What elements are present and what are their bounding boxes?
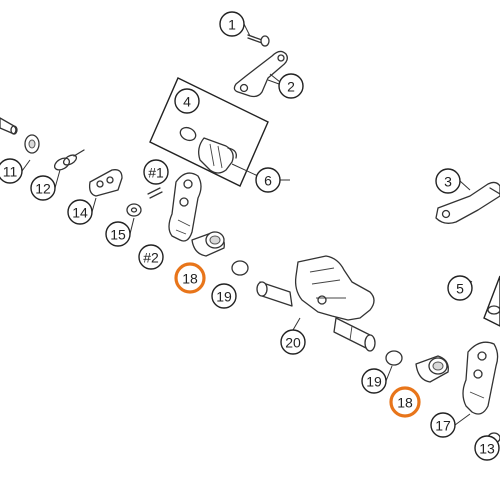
callout-circle [278, 73, 304, 99]
callout-label-6: 6 [264, 173, 272, 189]
callout-label-hash2: #2 [143, 250, 159, 266]
part-bushing-right [415, 355, 449, 383]
callout-label-3: 3 [444, 174, 452, 190]
callout-circle [105, 221, 131, 247]
callout-label-hash1: #1 [148, 165, 164, 181]
callout-circle [143, 159, 169, 185]
leader-line [292, 317, 301, 331]
part-lever-arm-right [435, 181, 500, 224]
callout-circle [138, 244, 164, 270]
callout-circle [219, 11, 245, 37]
callout-label-15: 15 [110, 227, 126, 243]
callout-circle [280, 329, 306, 355]
leader-line [243, 23, 251, 37]
leader-line [267, 79, 280, 85]
callout-circle [30, 175, 56, 201]
leader-line [54, 169, 61, 189]
leader-line [21, 159, 31, 172]
callout-circle [430, 412, 456, 438]
leader-line [459, 180, 471, 191]
callout-label-17: 17 [435, 418, 451, 434]
leader-line [385, 365, 393, 382]
highlighted-callout-label: 18 [182, 271, 198, 287]
part-shift-segment-right [462, 341, 499, 415]
highlighted-callout-label: 18 [397, 395, 413, 411]
part-shift-shaft [256, 255, 376, 352]
callout-circle [174, 88, 200, 114]
leader-line [454, 413, 471, 426]
leader-line [91, 197, 97, 213]
callout-circle [447, 275, 473, 301]
part-washer [126, 203, 142, 217]
callout-circle [67, 199, 93, 225]
callout-label-20: 20 [285, 335, 301, 351]
callout-circle [435, 168, 461, 194]
callout-circle [361, 368, 387, 394]
callout-circle [255, 167, 281, 193]
part-screw [247, 34, 270, 47]
part-dowel-pin [147, 187, 163, 199]
callout-label-19: 19 [366, 374, 382, 390]
callout-label-2: 2 [287, 79, 295, 95]
callout-circle [0, 158, 23, 184]
callout-circle [474, 435, 500, 461]
part-oring-right [385, 350, 403, 366]
highlighted-callout-ring [174, 262, 206, 294]
callout-label-1: 1 [228, 17, 236, 33]
part-bearing-small [24, 134, 40, 154]
callout-label-12: 12 [35, 181, 51, 197]
part-shift-segment [168, 172, 202, 242]
callout-label-14: 14 [72, 205, 88, 221]
part-bushing-left [191, 231, 225, 257]
subassembly-box-5 [483, 275, 500, 327]
part-oring-left [231, 260, 249, 276]
part-pin [0, 117, 18, 135]
part-lever-arm [233, 50, 288, 98]
highlighted-callout-ring [389, 386, 421, 418]
callout-label-13: 13 [479, 441, 495, 457]
part-locking-plate [88, 169, 123, 197]
callout-label-4: 4 [183, 94, 191, 110]
part-spring-clip [53, 149, 85, 171]
callout-circle [211, 283, 237, 309]
leader-line [129, 217, 135, 235]
callout-label-19: 19 [216, 289, 232, 305]
callout-label-11: 11 [3, 164, 18, 180]
callout-label-5: 5 [456, 281, 464, 297]
